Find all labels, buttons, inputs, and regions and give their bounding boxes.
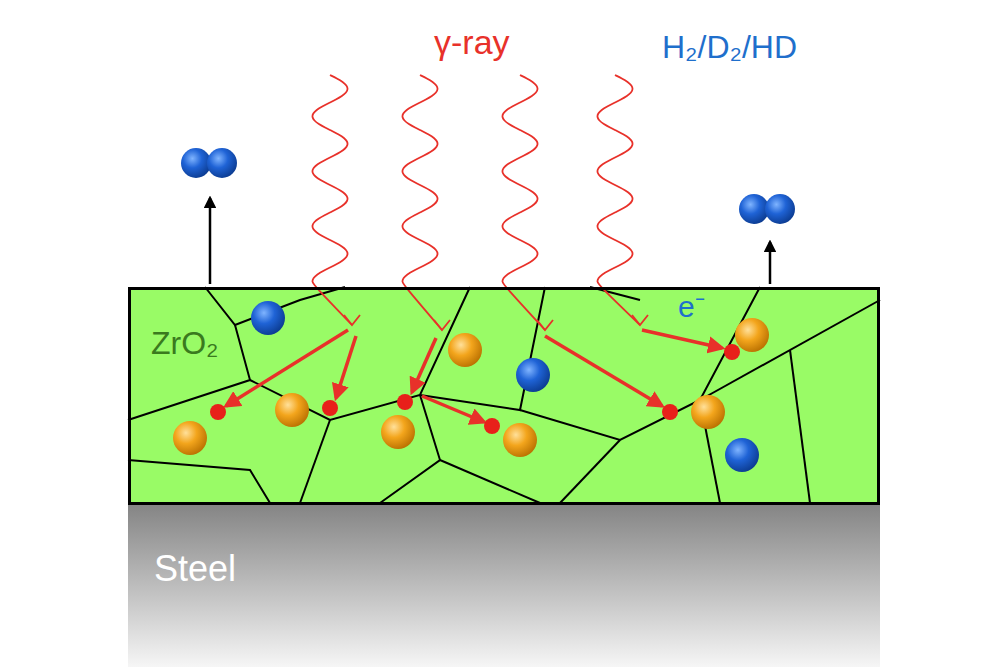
layer-label: ZrO₂ — [151, 326, 219, 361]
grain-boundary — [520, 287, 760, 440]
grain-boundary — [128, 325, 250, 420]
gamma-arrowhead — [434, 320, 450, 330]
electron-label: e⁻ — [678, 290, 705, 323]
orange-atom — [173, 421, 207, 455]
radiation-label: γ-ray — [434, 24, 510, 61]
orange-atom — [275, 393, 309, 427]
gamma-rays — [312, 75, 648, 330]
electron-dot — [724, 344, 740, 360]
gamma-wave — [502, 75, 545, 330]
electron-arrow — [412, 338, 436, 392]
hydrogen-atom — [251, 301, 285, 335]
gas-molecule-atom — [765, 194, 795, 224]
gamma-arrowhead — [632, 315, 648, 325]
grain-boundary — [420, 287, 545, 410]
grain-boundaries — [128, 287, 880, 503]
electron-dot — [397, 394, 413, 410]
orange-atom — [381, 415, 415, 449]
orange-atom — [448, 333, 482, 367]
orange-atom — [503, 423, 537, 457]
zro2-layer-fill — [128, 287, 880, 505]
atoms — [173, 301, 769, 472]
grain-boundary — [380, 395, 440, 503]
grain-boundary — [790, 350, 810, 503]
steel-substrate: Steel — [128, 505, 880, 667]
gas-release — [181, 148, 795, 284]
gas-molecule-atom — [739, 194, 769, 224]
electron-dot — [484, 418, 500, 434]
electron-arrow — [422, 396, 484, 422]
electron-dot — [322, 400, 338, 416]
grain-boundary — [300, 420, 330, 503]
gas-molecule-atom — [207, 148, 237, 178]
grain-boundary — [128, 460, 270, 503]
electron-dot — [210, 404, 226, 420]
grain-boundary — [440, 460, 540, 503]
orange-atom — [691, 395, 725, 429]
gamma-wave — [402, 75, 442, 330]
orange-atom — [735, 318, 769, 352]
grain-boundary — [560, 440, 620, 503]
electron-arrow — [642, 330, 722, 348]
release-arrow — [769, 242, 772, 284]
gas-label: H₂/D₂/HD — [662, 30, 797, 65]
release-arrow — [209, 198, 212, 284]
gamma-arrowhead — [537, 320, 553, 330]
electron-arrow — [545, 336, 662, 406]
electron-dot — [662, 404, 678, 420]
electron-arrow — [336, 336, 356, 398]
oxide-layer: ZrO₂ — [128, 287, 880, 505]
gamma-arrowhead — [344, 315, 360, 325]
layer-label: Steel — [154, 549, 236, 589]
hydrogen-atom — [516, 358, 550, 392]
gas-molecule-atom — [181, 148, 211, 178]
hydrogen-atom — [725, 438, 759, 472]
